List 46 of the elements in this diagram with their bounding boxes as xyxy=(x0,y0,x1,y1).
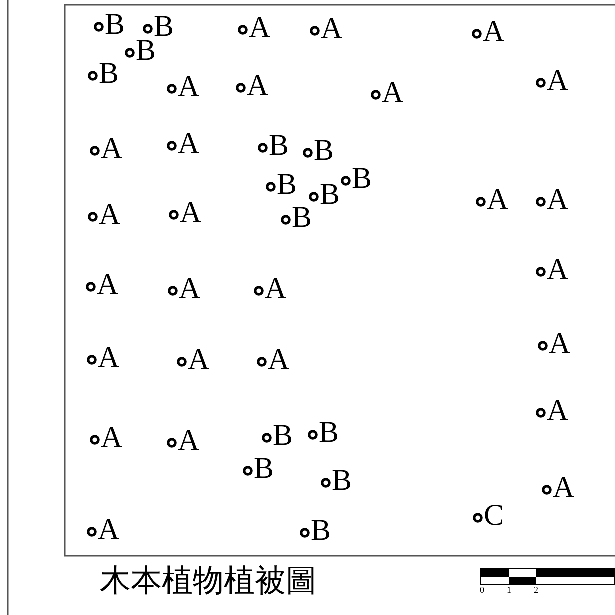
species-label: B xyxy=(292,203,312,233)
species-label: B xyxy=(254,454,274,484)
species-label: A xyxy=(547,66,569,96)
species-label: A xyxy=(99,200,121,230)
species-label: B xyxy=(99,59,120,89)
species-label: B xyxy=(277,170,298,200)
species-label: A xyxy=(249,13,271,43)
species-label: B xyxy=(273,421,294,451)
species-label: A xyxy=(382,78,404,108)
species-label: C xyxy=(484,501,504,531)
species-label: B xyxy=(314,136,334,166)
species-label: A xyxy=(188,345,210,375)
species-label: A xyxy=(178,426,200,456)
species-label: B xyxy=(319,418,340,448)
species-label: A xyxy=(553,473,575,503)
species-label: A xyxy=(98,515,120,545)
species-label: B xyxy=(311,516,332,546)
species-label: A xyxy=(483,17,505,47)
species-label: B xyxy=(320,180,340,210)
scale-tick-label: 1 xyxy=(507,586,512,595)
scale-tick-label: 0 xyxy=(480,586,484,595)
species-label: A xyxy=(101,423,123,453)
species-label: B xyxy=(269,131,290,161)
species-label: B xyxy=(154,12,174,42)
species-label: A xyxy=(98,343,120,373)
species-label: A xyxy=(547,255,569,285)
species-label: A xyxy=(547,396,569,426)
species-label: A xyxy=(549,329,571,359)
species-label: A xyxy=(547,185,569,215)
species-label: B xyxy=(352,164,372,194)
map-title: 木本植物植被圖 xyxy=(100,566,317,597)
species-label: B xyxy=(136,36,156,66)
species-label: A xyxy=(321,14,343,44)
species-label: A xyxy=(179,274,201,304)
species-label: A xyxy=(97,270,119,300)
scale-tick-label: 2 xyxy=(534,586,538,595)
species-label: B xyxy=(332,466,352,496)
species-label: A xyxy=(178,129,200,159)
species-label: A xyxy=(487,185,509,215)
species-label: A xyxy=(268,345,290,375)
species-label: B xyxy=(105,10,126,40)
species-label: A xyxy=(180,198,202,228)
species-label: A xyxy=(247,71,269,101)
species-label: A xyxy=(178,72,200,102)
species-label: A xyxy=(265,274,287,304)
species-label: A xyxy=(101,134,123,164)
